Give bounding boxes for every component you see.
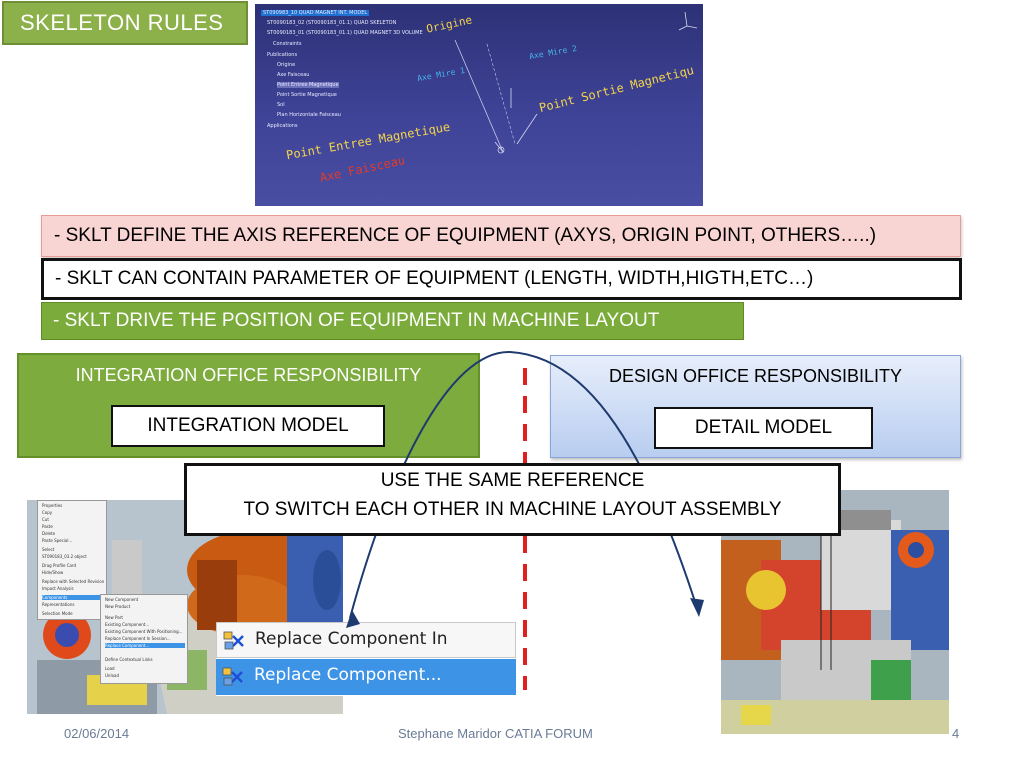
detail-model-image bbox=[721, 490, 949, 734]
menu-item[interactable]: Drag Profile Card bbox=[42, 563, 77, 568]
tree-item: Publications bbox=[267, 52, 298, 58]
tree-item: Sol bbox=[277, 102, 285, 108]
replace-component-label: Replace Component... bbox=[254, 665, 442, 685]
machine-render-right bbox=[721, 490, 949, 734]
submenu-item[interactable]: Define Contextual Links bbox=[105, 657, 153, 662]
menu-item[interactable]: Cut bbox=[42, 517, 49, 522]
design-office-title: DESIGN OFFICE RESPONSIBILITY bbox=[608, 366, 903, 386]
menu-item[interactable]: Select bbox=[42, 547, 55, 552]
replace-component-item[interactable]: Replace Component... bbox=[216, 659, 516, 695]
submenu-item[interactable]: New Part bbox=[105, 615, 123, 620]
banner-axis-reference: - SKLT DEFINE THE AXIS REFERENCE OF EQUI… bbox=[41, 215, 961, 257]
same-reference-box: USE THE SAME REFERENCE TO SWITCH EACH OT… bbox=[184, 463, 841, 536]
menu-item[interactable]: Impact Analysis bbox=[42, 586, 74, 591]
tree-item: Constraints bbox=[273, 41, 302, 47]
tree-item: Plan Horizontale Faisceau bbox=[277, 112, 341, 118]
tree-item: Point Sortie Magnetique bbox=[277, 92, 337, 98]
submenu-item[interactable]: Existing Component... bbox=[105, 622, 150, 627]
arrow-head-left bbox=[346, 610, 360, 628]
submenu-item[interactable]: Replace Component In Session... bbox=[105, 636, 171, 641]
same-reference-line-2: TO SWITCH EACH OTHER IN MACHINE LAYOUT A… bbox=[243, 499, 782, 520]
tree-item: Axe Faisceau bbox=[277, 72, 310, 78]
detail-model-label: DETAIL MODEL bbox=[654, 407, 873, 449]
menu-item[interactable]: Properties bbox=[42, 503, 63, 508]
integration-office-title: INTEGRATION OFFICE RESPONSIBILITY bbox=[75, 365, 422, 385]
submenu-item-replace[interactable]: Replace Component... bbox=[105, 643, 185, 648]
menu-item[interactable]: Hide/Show bbox=[42, 570, 64, 575]
replace-component-icon bbox=[223, 631, 244, 650]
footer-author: Stephane Maridor CATIA FORUM bbox=[398, 726, 593, 741]
tree-item: ST0090183_01 (ST0090183_01.1) QUAD MAGNE… bbox=[267, 30, 423, 36]
banner-position: - SKLT DRIVE THE POSITION OF EQUIPMENT I… bbox=[41, 302, 744, 340]
tree-item: Point Entree Magnetique bbox=[277, 82, 339, 88]
integration-model-label: INTEGRATION MODEL bbox=[111, 405, 385, 447]
menu-item[interactable]: Representations bbox=[42, 602, 75, 607]
tree-item: Origine bbox=[277, 62, 296, 68]
menu-item[interactable]: ST090183_03.2 object bbox=[42, 554, 87, 559]
menu-item[interactable]: Delete bbox=[42, 531, 56, 536]
design-office-box: DESIGN OFFICE RESPONSIBILITY DETAIL MODE… bbox=[550, 355, 961, 458]
menu-item[interactable]: Copy bbox=[42, 510, 53, 515]
catia-skeleton-screenshot: ST090983_10 QUAD MAGNET INT. MODEL ST009… bbox=[255, 4, 703, 206]
menu-item[interactable]: Paste Special... bbox=[42, 538, 73, 543]
submenu-item[interactable]: Existing Component With Positioning... bbox=[105, 629, 183, 634]
replace-component-icon bbox=[222, 667, 243, 686]
submenu-item[interactable]: New Product bbox=[105, 604, 131, 609]
components-submenu: New Component New Product New Part Exist… bbox=[100, 594, 188, 684]
skeleton-geometry bbox=[454, 11, 698, 154]
replace-component-popup: Replace Component In Session. Replace Co… bbox=[216, 622, 516, 696]
tree-item: ST090983_10 QUAD MAGNET INT. MODEL bbox=[261, 10, 370, 16]
submenu-item[interactable]: Load bbox=[105, 666, 115, 671]
arrow-head-right bbox=[690, 598, 704, 617]
menu-item[interactable]: Paste bbox=[42, 524, 53, 529]
footer-page-number: 4 bbox=[952, 726, 960, 741]
footer-date: 02/06/2014 bbox=[64, 726, 130, 741]
slide-title: SKELETON RULES bbox=[2, 1, 248, 45]
tree-item: Applications bbox=[267, 123, 298, 129]
menu-item[interactable]: Selection Mode bbox=[42, 611, 73, 616]
menu-item-components[interactable]: Components bbox=[42, 595, 104, 600]
menu-item[interactable]: Replace with Selected Revision bbox=[42, 579, 105, 584]
same-reference-line-1: USE THE SAME REFERENCE bbox=[380, 470, 645, 491]
submenu-item[interactable]: New Component bbox=[105, 597, 139, 602]
submenu-item[interactable]: Unload bbox=[105, 673, 120, 678]
integration-office-box: INTEGRATION OFFICE RESPONSIBILITY INTEGR… bbox=[17, 353, 480, 458]
context-menu: Properties Copy Cut Paste Delete Paste S… bbox=[37, 500, 107, 620]
banner-parameters: - SKLT CAN CONTAIN PARAMETER OF EQUIPMEN… bbox=[41, 258, 962, 300]
tree-item: ST0090183_02 (ST0090183_01.1) QUAD SKELE… bbox=[267, 20, 397, 26]
